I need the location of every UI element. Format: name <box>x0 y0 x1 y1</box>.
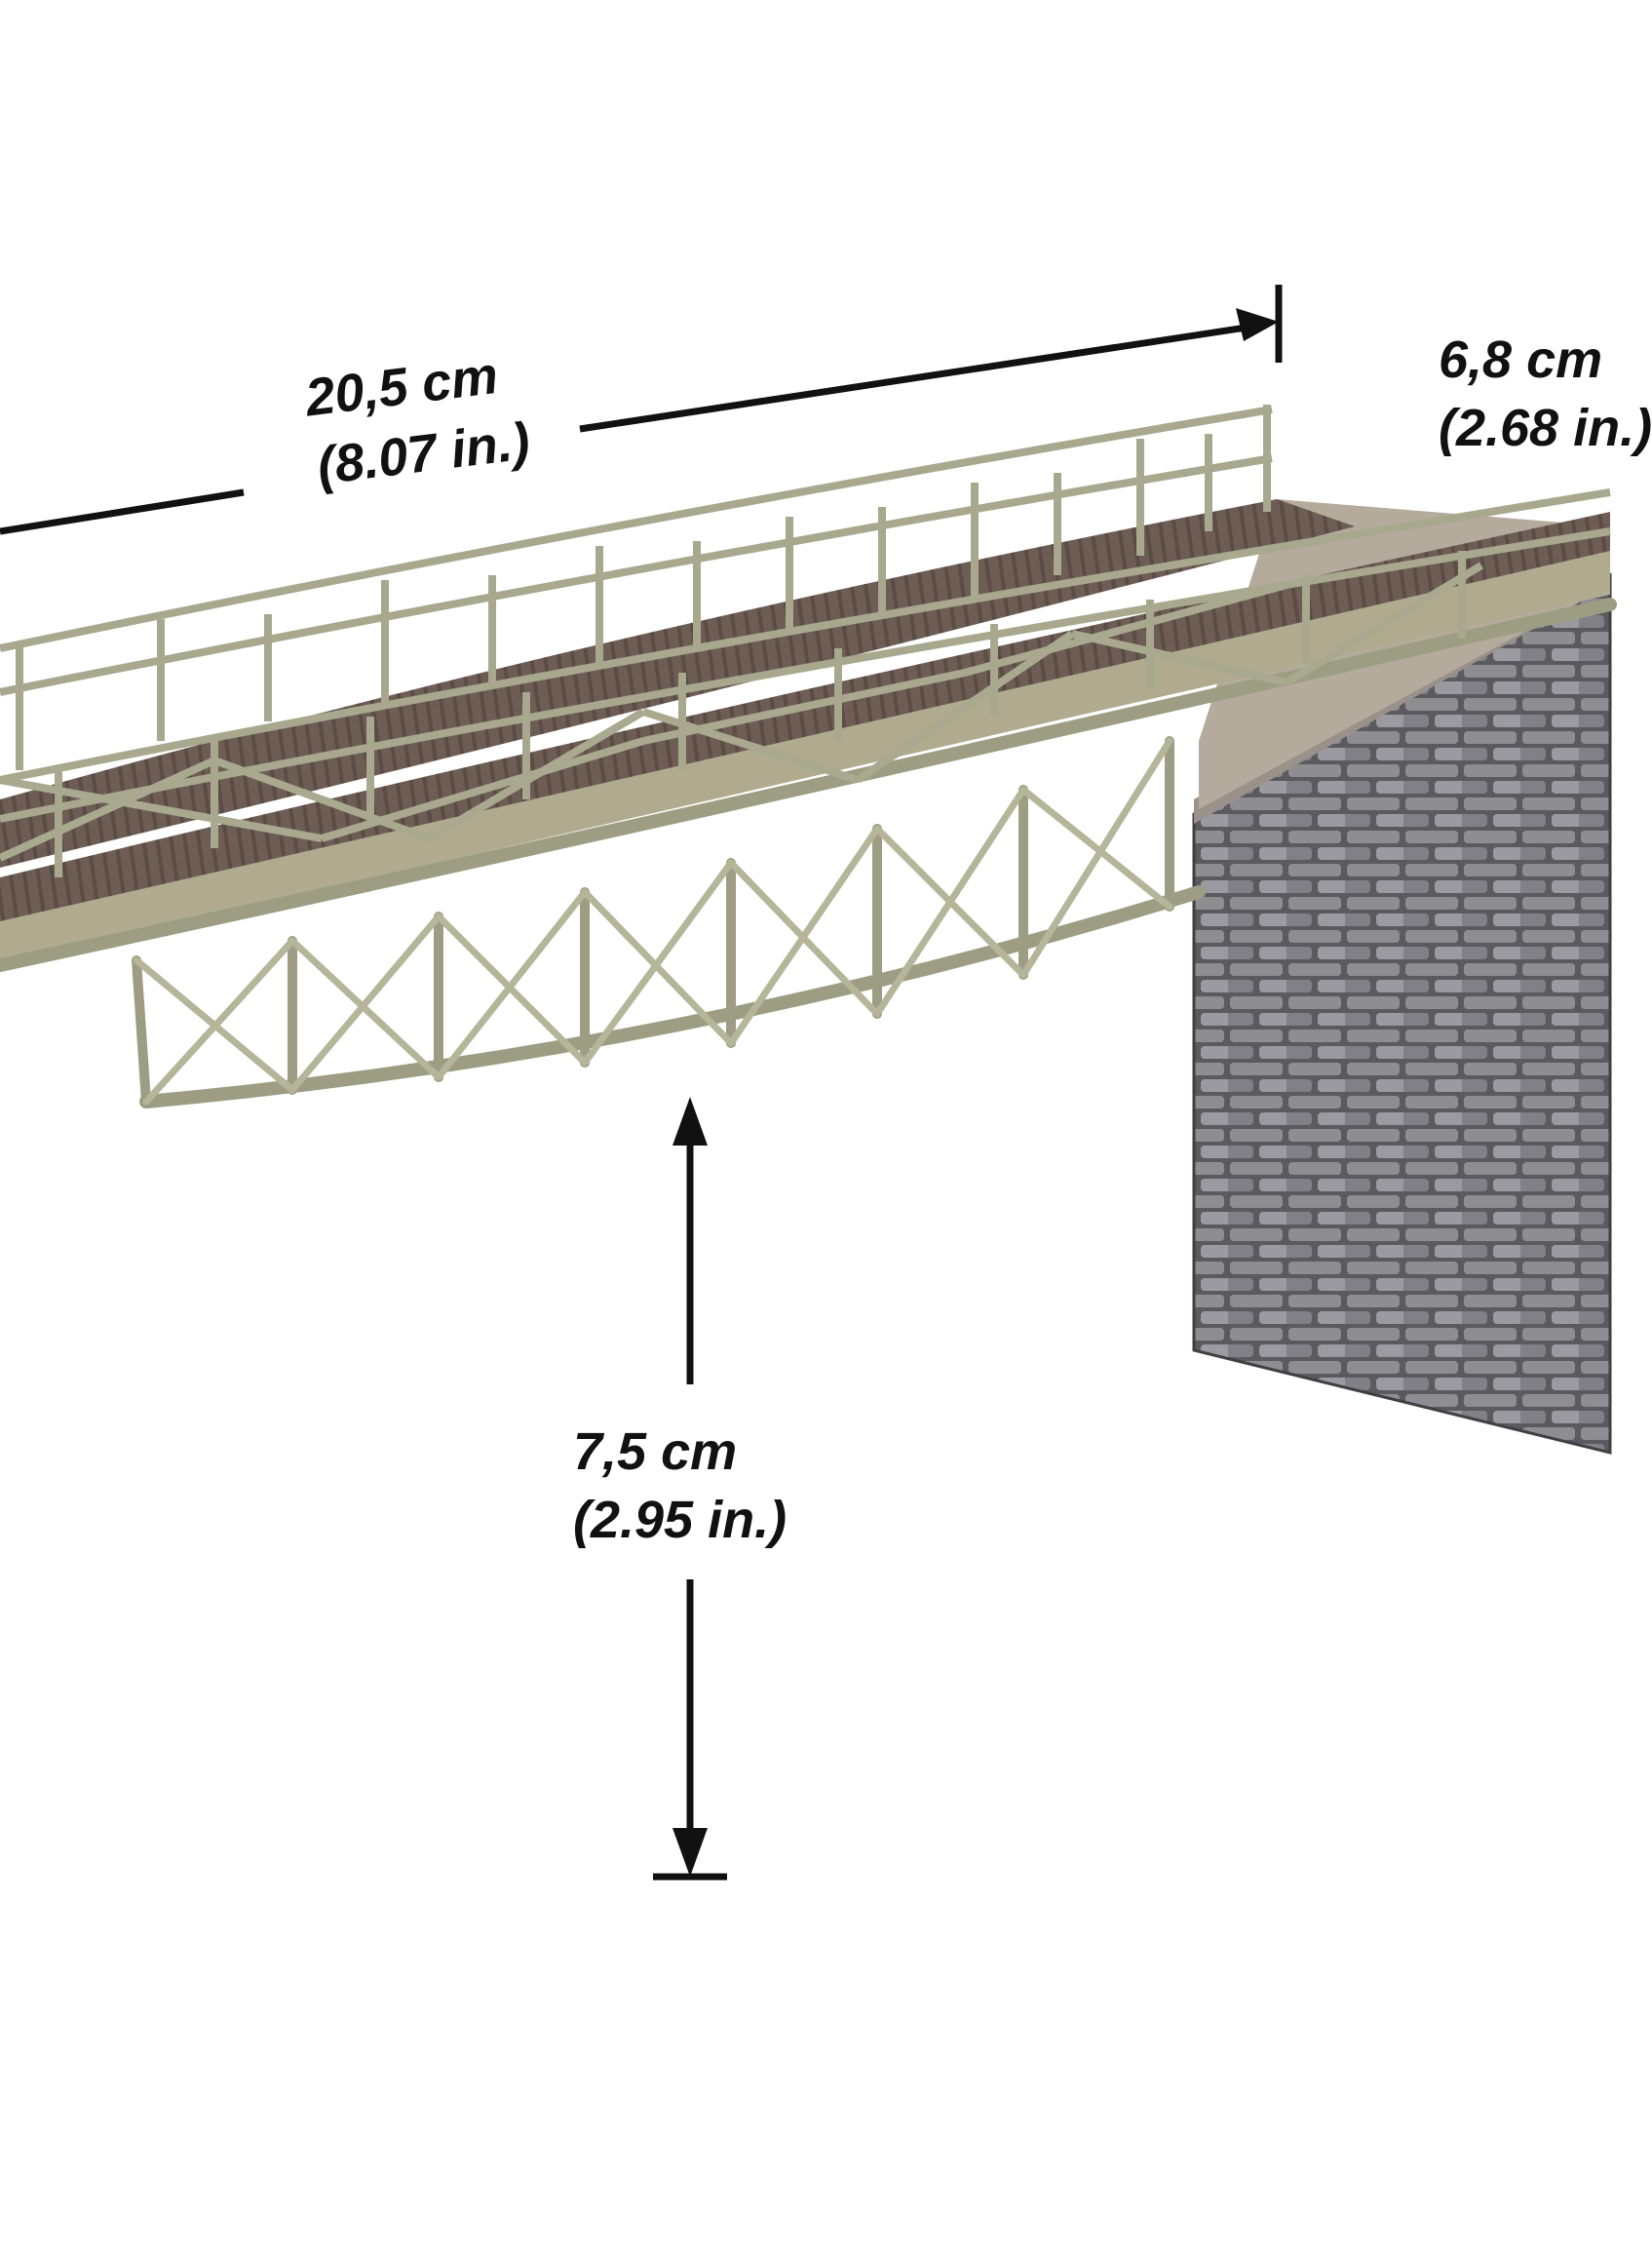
railing-far <box>0 405 1273 770</box>
railing-near <box>0 488 1611 877</box>
width-imperial-label: (2.68 in.) <box>1439 399 1652 457</box>
deck-bracing <box>0 562 1484 862</box>
lower-truss <box>0 598 1617 1108</box>
height-metric-label: 7,5 cm <box>573 1422 738 1481</box>
bridge-scene <box>0 285 1617 1881</box>
width-metric-label: 6,8 cm <box>1439 330 1603 389</box>
height-dimension-arrow <box>653 1097 727 1881</box>
length-dimension-arrow <box>0 285 1283 535</box>
height-imperial-label: (2.95 in.) <box>573 1491 788 1549</box>
